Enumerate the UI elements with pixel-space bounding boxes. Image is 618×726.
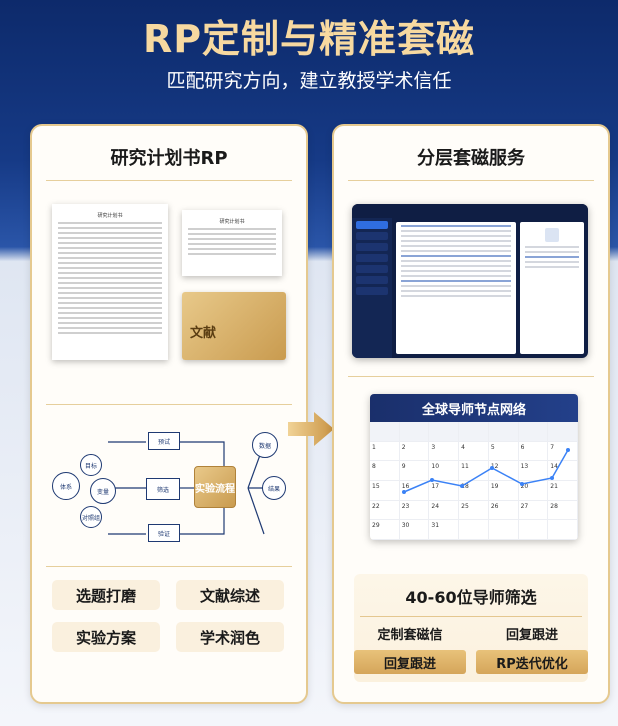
calendar-title: 全球导师节点网络 xyxy=(370,394,578,422)
reply-followup-badge: 回复跟进 xyxy=(354,650,466,674)
flow-node-pretest: 预试 xyxy=(148,432,180,450)
divider xyxy=(46,566,292,567)
tag-literature-review: 文献综述 xyxy=(176,580,284,610)
research-plan-summary-document: 研究计划书 xyxy=(182,210,282,276)
flow-node-screen: 筛选 xyxy=(146,478,180,500)
flow-node-data: 数据 xyxy=(252,432,278,458)
avatar xyxy=(545,228,559,242)
right-arrow-icon xyxy=(288,412,334,446)
outreach-panel-title: 分层套磁服务 xyxy=(417,148,525,169)
literature-folder: 文献 xyxy=(182,292,286,360)
flow-node-system: 体系 xyxy=(52,472,80,500)
screening-title: 40-60位导师筛选 xyxy=(405,588,537,607)
page-title: RP定制与精准套磁 xyxy=(142,17,476,61)
page-subtitle: 匹配研究方向，建立教授学术信任 xyxy=(166,70,452,92)
experiment-flow-box: 实验流程 xyxy=(194,466,236,508)
flow-node-control: 对照组 xyxy=(80,506,102,528)
divider xyxy=(348,376,594,377)
research-plan-document: 研究计划书 xyxy=(52,204,168,360)
flow-node-result: 结果 xyxy=(262,476,286,500)
rp-iteration-badge: RP迭代优化 xyxy=(476,650,588,674)
divider xyxy=(348,180,594,181)
custom-letter-label: 定制套磁信 xyxy=(377,628,443,643)
rp-panel: 研究计划书RP 研究计划书 研究计划书 文献 体系 目标 变量 对照 xyxy=(30,124,308,704)
divider xyxy=(46,404,292,405)
divider xyxy=(46,180,292,181)
tag-academic-polish: 学术润色 xyxy=(176,622,284,652)
dashboard-screenshot xyxy=(352,204,588,358)
rp-panel-title: 研究计划书RP xyxy=(110,148,228,169)
reply-followup-label: 回复跟进 xyxy=(505,628,558,643)
mentor-screening-box: 40-60位导师筛选 定制套磁信 回复跟进 回复跟进 RP迭代优化 xyxy=(354,574,588,682)
tag-experiment-plan: 实验方案 xyxy=(52,622,160,652)
flow-node-target: 目标 xyxy=(80,454,102,476)
tag-topic-refinement: 选题打磨 xyxy=(52,580,160,610)
network-trend-line xyxy=(402,448,570,494)
flow-node-variable: 变量 xyxy=(90,478,116,504)
flow-node-verify: 验证 xyxy=(148,524,180,542)
